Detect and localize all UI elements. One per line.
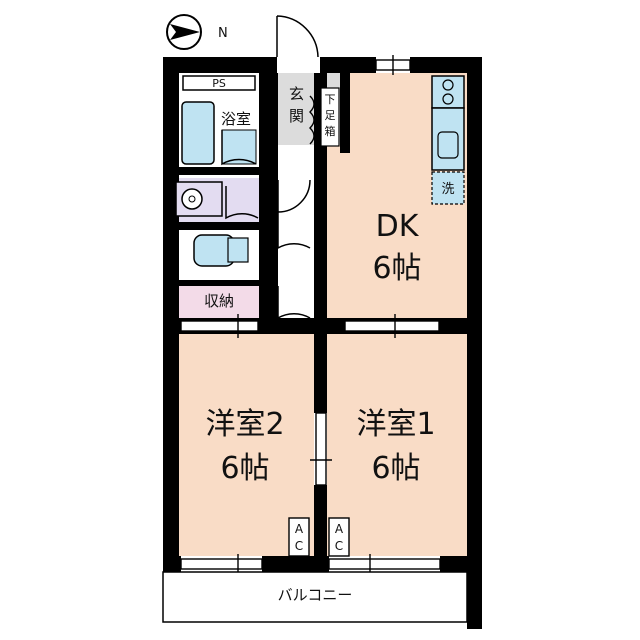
entrance-label-2: 関 (289, 107, 304, 125)
western1-size: 6帖 (371, 451, 420, 486)
western2-size: 6帖 (220, 451, 269, 486)
shoe-box-icon (309, 95, 315, 145)
svg-text:A: A (295, 522, 304, 536)
western2-name: 洋室2 (205, 407, 284, 442)
svg-text:下: 下 (325, 93, 336, 106)
ac-unit-left (288, 517, 310, 557)
bath-label: 浴室 (221, 110, 251, 128)
sink-icon (437, 131, 459, 159)
balcony-label: バルコニー (278, 586, 353, 604)
north-arrow-icon (170, 24, 200, 40)
svg-text:A: A (335, 522, 344, 536)
svg-text:足: 足 (325, 109, 336, 122)
washer-space (431, 171, 465, 205)
bathtub-icon (181, 101, 215, 165)
entrance-label-1: 玄 (289, 85, 304, 103)
door-swings (221, 15, 319, 320)
sliding-windows (180, 55, 441, 574)
ps-label: PS (212, 77, 226, 90)
washer-label: 洗 (441, 182, 454, 197)
storage-label: 収納 (204, 292, 234, 310)
balcony (162, 571, 468, 623)
kitchen-counter (431, 107, 465, 171)
svg-text:箱: 箱 (325, 124, 336, 138)
western1-name: 洋室1 (356, 407, 435, 442)
svg-text:C: C (295, 539, 303, 553)
shower-floor (221, 129, 257, 165)
western-room-1 (327, 334, 467, 556)
dk-size: 6帖 (372, 251, 421, 286)
storage-closet (179, 286, 259, 318)
svg-text:C: C (335, 539, 343, 553)
shoe-box (320, 87, 340, 147)
ps-box (182, 75, 256, 91)
stove-icon (431, 75, 465, 109)
dk-name: DK (376, 209, 420, 244)
north-label: N (218, 26, 228, 41)
ac-unit-right (328, 517, 350, 557)
compass: N (166, 14, 228, 50)
